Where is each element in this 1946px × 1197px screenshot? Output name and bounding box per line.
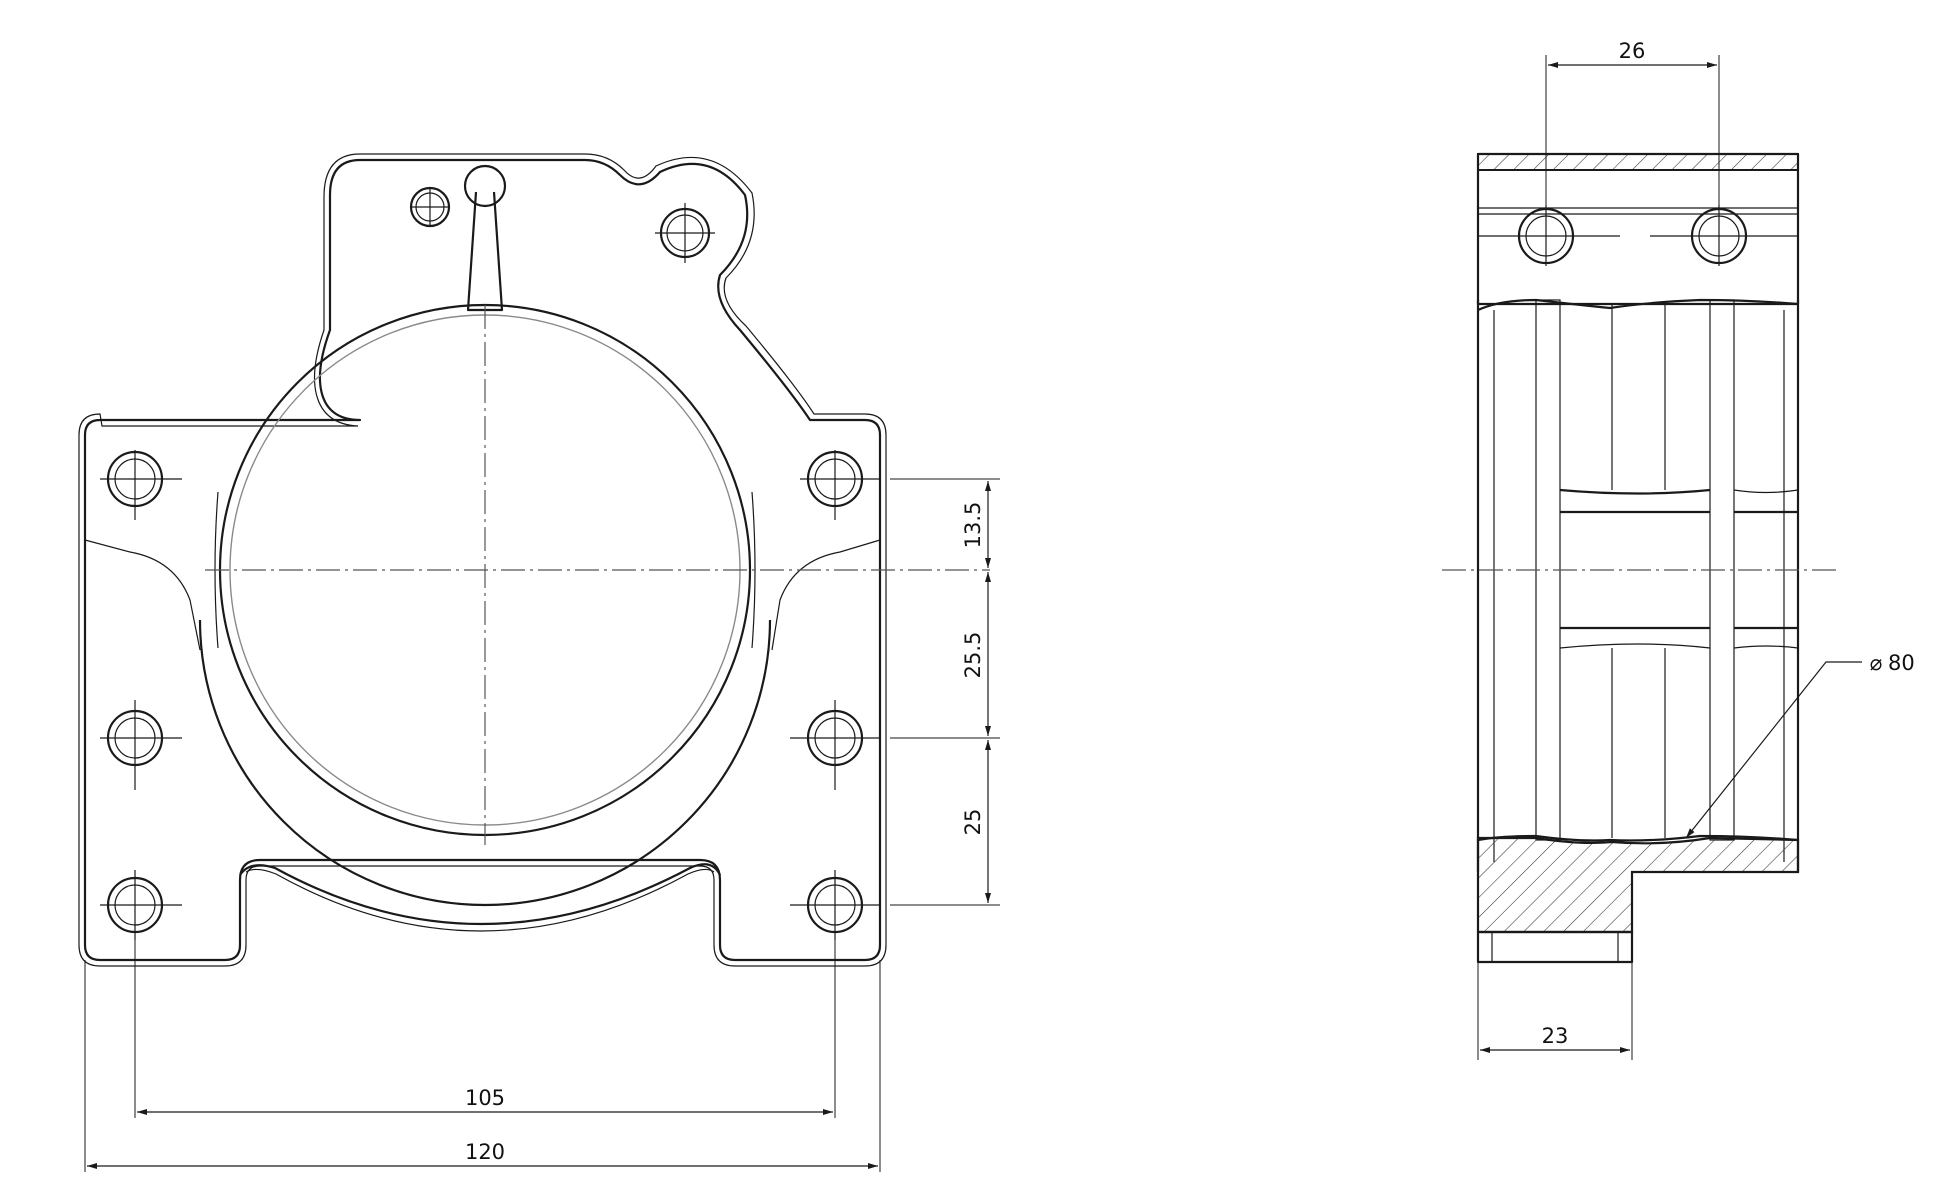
dim-label-105: 105	[465, 1086, 505, 1110]
dim-label-23: 23	[1542, 1024, 1569, 1048]
diameter-symbol: ⌀	[1870, 651, 1883, 675]
hole-left-1	[100, 450, 182, 520]
hole-right-2	[790, 700, 880, 790]
front-view: 105 120 13.5 25.5 25	[78, 153, 1000, 1172]
dim-label-26: 26	[1619, 39, 1646, 63]
dim-label-25-5: 25.5	[961, 632, 985, 679]
dim-label-25: 25	[961, 809, 985, 836]
hole-right-1	[800, 450, 880, 520]
keyhole-circle	[463, 164, 507, 208]
hole-top-left	[409, 186, 451, 228]
top-hatch-band	[1477, 153, 1799, 171]
bottom-cutout	[239, 863, 721, 926]
hole-top-right	[655, 203, 715, 263]
dim-label-120: 120	[465, 1140, 505, 1164]
hole-right-3	[790, 870, 880, 940]
diameter-leader	[1685, 661, 1862, 839]
bottom-cutout-inner	[245, 868, 715, 932]
front-view-outline	[83, 158, 882, 962]
hole-left-2	[100, 700, 182, 790]
bottom-hatched-section	[1476, 836, 1800, 934]
shoulder-right	[771, 539, 881, 651]
slit-slot	[466, 191, 504, 312]
shoulder-left	[84, 539, 201, 651]
dim-label-80: 80	[1888, 651, 1915, 675]
hole-left-3	[100, 870, 182, 940]
side-view: 26 23 ⌀ 80	[1442, 39, 1915, 1060]
dim-label-13-5: 13.5	[961, 502, 985, 549]
bore-outer-arc	[198, 619, 772, 907]
front-view-outline-inner	[78, 153, 887, 967]
side-body-outline	[1476, 152, 1800, 306]
